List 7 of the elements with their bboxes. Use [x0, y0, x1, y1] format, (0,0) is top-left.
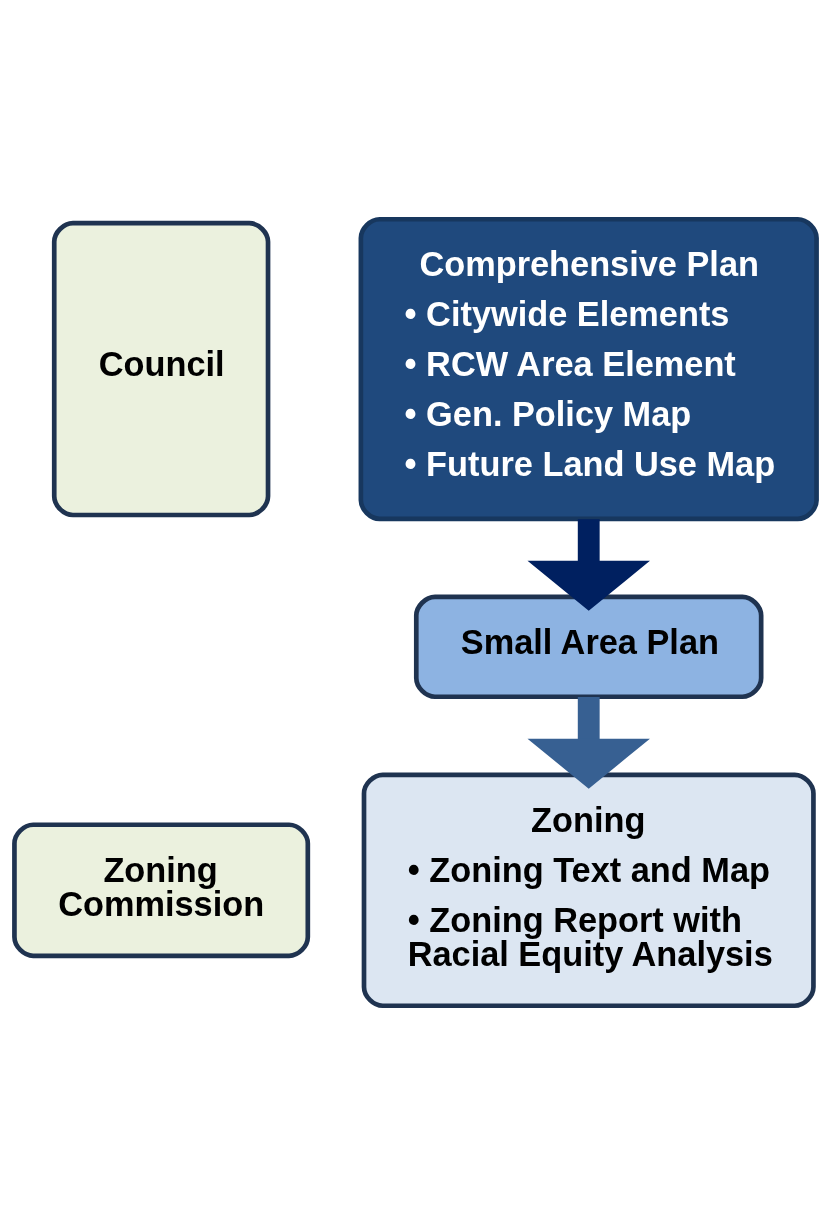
- node-box: Zoning Commission: [12, 821, 311, 958]
- node-box: Small Area Plan: [413, 594, 764, 699]
- node-box: Council: [51, 220, 271, 517]
- node-box: Comprehensive Plan • Citywide Elements • RCW Area Element • Gen. Policy Map • Future Land Use Map: [358, 216, 819, 521]
- arrow: [527, 518, 650, 611]
- node-box: Zoning • Zoning Text and Map • Zoning Report with Racial Equity Analysis: [361, 771, 816, 1008]
- arrow: [527, 696, 650, 789]
